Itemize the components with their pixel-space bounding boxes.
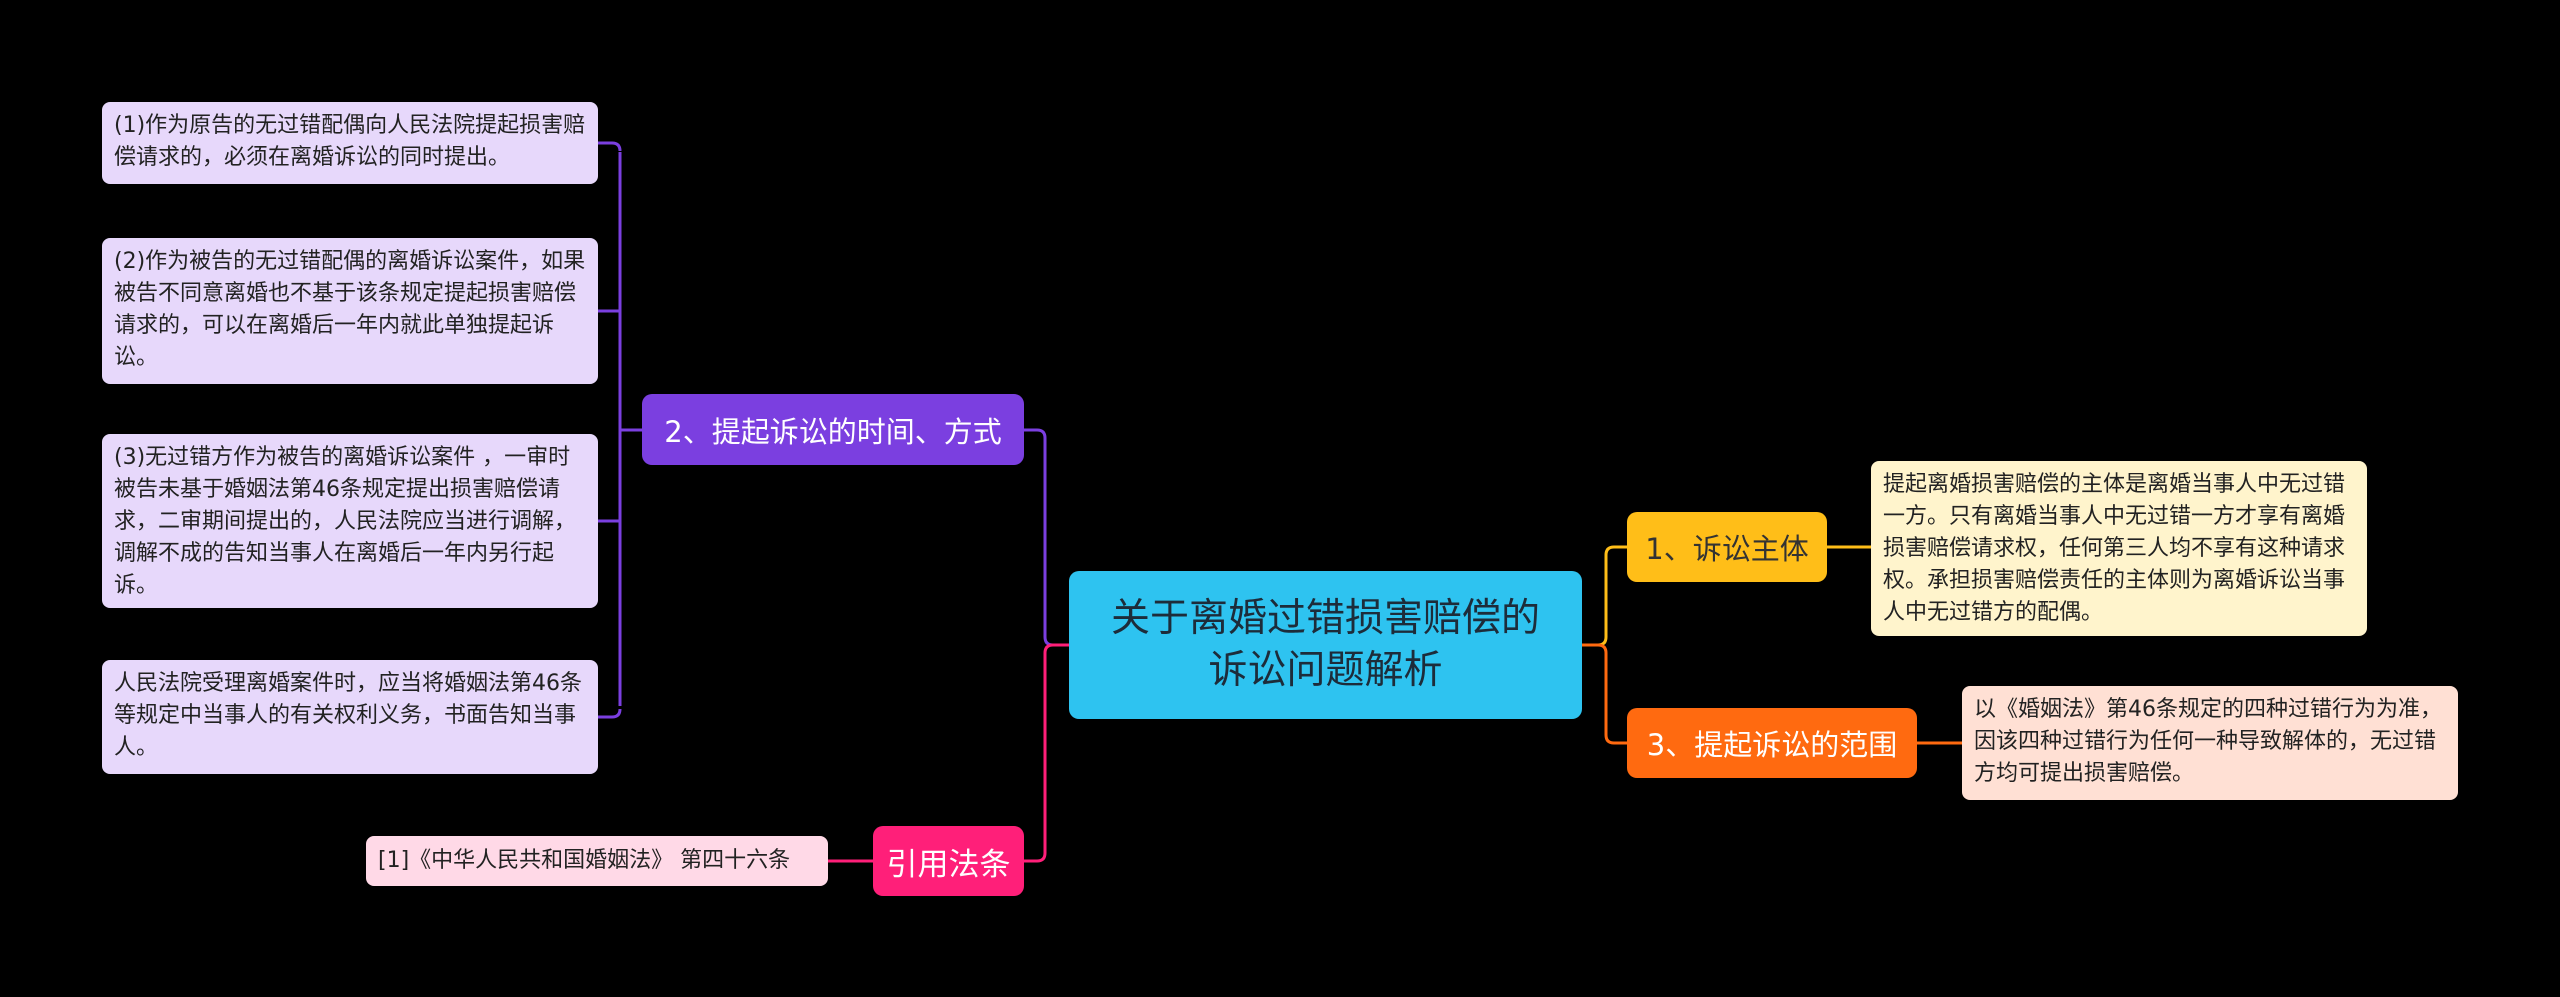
- leaf-text: (2)作为被告的无过错配偶的离婚诉讼案件，如果被告不同意离婚也不基于该条规定提起…: [114, 249, 586, 370]
- leaf-subject-1[interactable]: 提起离婚损害赔偿的主体是离婚当事人中无过错一方。只有离婚当事人中无过错一方才享有…: [1871, 461, 2367, 636]
- leaf-text: 人民法院受理离婚案件时，应当将婚姻法第46条等规定中当事人的有关权利义务，书面告…: [114, 671, 582, 760]
- branch-time-method-label: 2、提起诉讼的时间、方式: [664, 414, 1002, 449]
- leaf-scope-1[interactable]: 以《婚姻法》第46条规定的四种过错行为为准，因该四种过错行为任何一种导致解体的，…: [1962, 686, 2458, 800]
- leaf-time-method-1[interactable]: (1)作为原告的无过错配偶向人民法院提起损害赔偿请求的，必须在离婚诉讼的同时提出…: [102, 102, 598, 184]
- branch-scope[interactable]: 3、提起诉讼的范围: [1627, 708, 1917, 778]
- link-time-method-leaves: [598, 141, 642, 719]
- branch-statute-label: 引用法条: [886, 846, 1011, 883]
- leaf-text: (3)无过错方作为被告的离婚诉讼案件 ，一审时被告未基于婚姻法第46条规定提出损…: [114, 445, 577, 598]
- leaf-time-method-2[interactable]: (2)作为被告的无过错配偶的离婚诉讼案件，如果被告不同意离婚也不基于该条规定提起…: [102, 238, 598, 384]
- leaf-statute-1[interactable]: [1]《中华人民共和国婚姻法》 第四十六条: [366, 836, 828, 886]
- leaf-text: 提起离婚损害赔偿的主体是离婚当事人中无过错一方。只有离婚当事人中无过错一方才享有…: [1883, 472, 2346, 625]
- link-central-statute: [1024, 643, 1069, 863]
- leaf-text: (1)作为原告的无过错配偶向人民法院提起损害赔偿请求的，必须在离婚诉讼的同时提出…: [114, 113, 586, 170]
- central-topic[interactable]: 关于离婚过错损害赔偿的诉讼问题解析: [1069, 571, 1582, 719]
- link-central-time-method: [1024, 428, 1069, 647]
- link-central-subject: [1582, 545, 1627, 647]
- central-topic-text: 关于离婚过错损害赔偿的诉讼问题解析: [1110, 596, 1540, 693]
- leaf-time-method-3[interactable]: (3)无过错方作为被告的离婚诉讼案件 ，一审时被告未基于婚姻法第46条规定提出损…: [102, 434, 598, 608]
- link-central-scope: [1582, 643, 1627, 745]
- branch-subject[interactable]: 1、诉讼主体: [1627, 512, 1827, 582]
- branch-statute[interactable]: 引用法条: [873, 826, 1024, 896]
- branch-subject-label: 1、诉讼主体: [1645, 532, 1809, 566]
- leaf-time-method-4[interactable]: 人民法院受理离婚案件时，应当将婚姻法第46条等规定中当事人的有关权利义务，书面告…: [102, 660, 598, 774]
- branch-scope-label: 3、提起诉讼的范围: [1646, 728, 1898, 762]
- leaf-text: [1]《中华人民共和国婚姻法》 第四十六条: [378, 848, 791, 873]
- leaf-text: 以《婚姻法》第46条规定的四种过错行为为准，因该四种过错行为任何一种导致解体的，…: [1974, 697, 2442, 786]
- branch-time-method[interactable]: 2、提起诉讼的时间、方式: [642, 394, 1024, 465]
